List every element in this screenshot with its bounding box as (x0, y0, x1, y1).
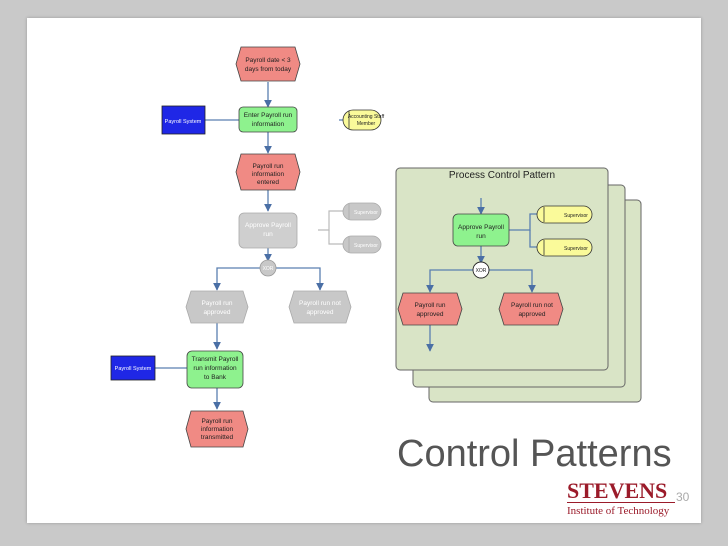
pattern-panel-front (395, 167, 609, 371)
pattern-panel-stack (395, 167, 642, 403)
pattern-not-approved-line-1: Payroll run not (511, 302, 553, 309)
pattern-approved-line-2: approved (416, 311, 443, 318)
pattern-event-approved: Payroll run approved (397, 292, 463, 326)
function-enter-line-2: information (252, 121, 285, 128)
pattern-not-approved-line-2: approved (518, 311, 545, 318)
pattern-xor-label: XOR (476, 268, 487, 274)
supervisor-faded-1: Supervisor (342, 202, 382, 221)
xor-faded-label: XOR (263, 266, 274, 272)
event-payroll-date-line-2: days from today (245, 66, 292, 73)
pattern-xor: XOR (472, 261, 490, 279)
event-not-approved-faded-line-1: Payroll run not (299, 300, 341, 307)
stevens-logo: STEVENS Institute of Technology (567, 480, 675, 518)
supervisor-faded-2: Supervisor (342, 235, 382, 254)
function-transmit-line-1: Transmit Payroll (192, 356, 239, 363)
slide: Payroll date < 3 days from today Payroll … (27, 18, 701, 523)
event-approved-faded-line-2: approved (203, 309, 230, 316)
page-number: 30 (676, 490, 690, 504)
event-not-approved-faded: Payroll run not approved (288, 290, 352, 324)
event-entered-line-3: entered (257, 179, 279, 186)
payroll-system-bottom-label: Payroll System (115, 366, 152, 372)
logo-sub-text: Institute of Technology (567, 502, 675, 518)
accounting-staff-line-2: Member (357, 121, 376, 127)
function-approve-faded: Approve Payroll run (238, 212, 298, 249)
logo-main-text: STEVENS (567, 478, 668, 503)
pattern-supervisor-2: Supervisor (536, 238, 593, 257)
event-payroll-date-line-1: Payroll date < 3 (245, 57, 291, 64)
left-faded-connectors (318, 210, 343, 245)
pattern-supervisor-2-label: Supervisor (564, 246, 588, 252)
event-approved-faded: Payroll run approved (185, 290, 249, 324)
pattern-approved-line-1: Payroll run (414, 302, 445, 309)
supervisor-faded-1-label: Supervisor (354, 210, 378, 216)
pattern-supervisor-1: Supervisor (536, 205, 593, 224)
payroll-system-top: Payroll System (161, 105, 206, 135)
pattern-function-approve: Approve Payroll run (452, 213, 510, 247)
function-enter-payroll: Enter Payroll run information (238, 106, 298, 133)
diagram-canvas: Payroll date < 3 days from today Payroll … (110, 46, 642, 448)
payroll-system-bottom: Payroll System (110, 355, 156, 381)
accounting-staff-line-1: Accounting Staff (348, 114, 385, 120)
function-transmit-line-2: run information (193, 365, 237, 372)
event-transmitted-line-1: Payroll run (201, 418, 232, 425)
pattern-supervisor-1-label: Supervisor (564, 213, 588, 219)
event-transmitted-line-3: transmitted (201, 434, 234, 441)
event-transmitted-line-2: information (201, 426, 234, 433)
pattern-connectors (426, 198, 537, 352)
pattern-approve-line-1: Approve Payroll (458, 224, 504, 231)
event-payroll-date: Payroll date < 3 days from today (235, 46, 301, 82)
supervisor-faded-2-label: Supervisor (354, 243, 378, 249)
xor-faded: XOR (259, 259, 277, 277)
pattern-event-not-approved: Payroll run not approved (498, 292, 564, 326)
slide-title: Control Patterns (397, 433, 672, 475)
payroll-system-top-label: Payroll System (165, 119, 202, 125)
function-enter-line-1: Enter Payroll run (244, 112, 293, 119)
pattern-approve-line-2: run (476, 233, 486, 240)
function-transmit-line-3: to Bank (204, 374, 227, 381)
event-approved-faded-line-1: Payroll run (201, 300, 232, 307)
function-transmit: Transmit Payroll run information to Bank (186, 350, 244, 389)
function-approve-faded-line-2: run (263, 231, 273, 238)
function-approve-faded-line-1: Approve Payroll (245, 222, 291, 229)
event-entered-line-1: Payroll run (252, 163, 283, 170)
event-not-approved-faded-line-2: approved (306, 309, 333, 316)
pattern-title: Process Control Pattern (449, 170, 555, 181)
event-entered-line-2: information (252, 171, 285, 178)
